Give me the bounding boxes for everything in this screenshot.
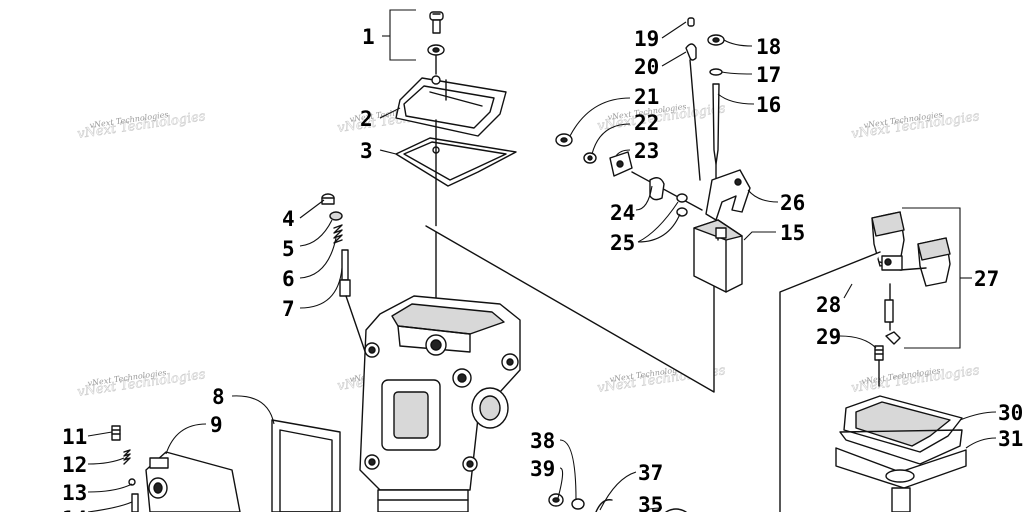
callout-35: 35 — [638, 493, 663, 512]
part-8-gasket — [271, 419, 341, 512]
part-11-14-jet-set — [111, 425, 139, 512]
callout-21: 21 — [634, 85, 659, 109]
callout-23: 23 — [634, 139, 659, 163]
part-16-needle — [712, 83, 720, 213]
callout-8: 8 — [212, 385, 225, 409]
callout-38: 38 — [530, 429, 555, 453]
callout-27: 27 — [974, 267, 999, 291]
part-17-18-clips — [707, 34, 725, 76]
parts-group — [111, 11, 967, 512]
part-2-top-cover — [395, 75, 507, 137]
callout-12: 12 — [62, 453, 87, 477]
part-15-slide — [693, 219, 743, 293]
callout-7: 7 — [282, 297, 295, 321]
callout-14: 14 — [62, 507, 87, 512]
part-30-31-float-bowl — [835, 395, 967, 512]
callout-31: 31 — [998, 427, 1023, 451]
callout-24: 24 — [610, 201, 635, 225]
callout-37: 37 — [638, 461, 663, 485]
part-19-20-fasteners — [685, 17, 701, 181]
part-27-float-assembly — [871, 211, 951, 345]
callout-11: 11 — [62, 425, 87, 449]
callout-4: 4 — [282, 207, 295, 231]
part-21-25-linkage — [555, 133, 703, 217]
callout-17: 17 — [756, 63, 781, 87]
callout-19: 19 — [634, 27, 659, 51]
part-29-jet — [874, 345, 884, 387]
callout-1: 1 — [362, 25, 375, 49]
callout-labels: 1 2 3 4 5 6 7 8 9 11 12 13 14 15 16 17 1… — [62, 25, 1023, 512]
part-4-7-adjuster-set — [321, 193, 371, 367]
part-35-39-washers — [548, 493, 687, 512]
part-9-side-cover — [145, 451, 241, 512]
callout-18: 18 — [756, 35, 781, 59]
callout-15: 15 — [780, 221, 805, 245]
callout-39: 39 — [530, 457, 555, 481]
callout-28: 28 — [816, 293, 841, 317]
carburetor-body — [359, 295, 521, 512]
callout-9: 9 — [210, 413, 223, 437]
part-26-bracket — [705, 169, 751, 221]
callout-3: 3 — [360, 139, 373, 163]
callout-29: 29 — [816, 325, 841, 349]
callout-22: 22 — [634, 111, 659, 135]
callout-16: 16 — [756, 93, 781, 117]
part-1-screw — [427, 11, 445, 75]
callout-25: 25 — [610, 231, 635, 255]
callout-20: 20 — [634, 55, 659, 79]
callout-26: 26 — [780, 191, 805, 215]
callout-6: 6 — [282, 267, 295, 291]
callout-30: 30 — [998, 401, 1023, 425]
callout-5: 5 — [282, 237, 295, 261]
part-3-gasket — [395, 119, 517, 319]
callout-13: 13 — [62, 481, 87, 505]
callout-2: 2 — [360, 107, 373, 131]
leader-lines — [87, 9, 997, 512]
